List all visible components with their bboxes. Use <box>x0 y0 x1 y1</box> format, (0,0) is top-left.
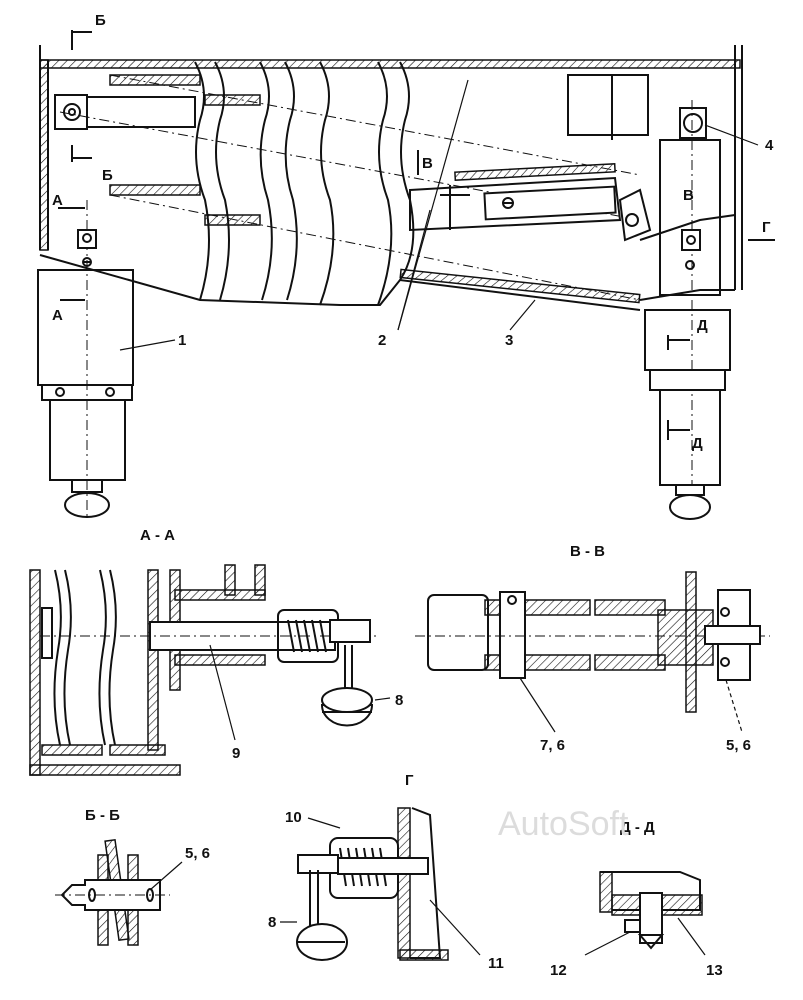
left-rod <box>84 96 196 128</box>
part-number-9: 9 <box>232 745 240 762</box>
section-aa-view <box>29 564 391 776</box>
part-number-5-6-bb: 5, 6 <box>185 845 210 862</box>
section-label-bb: Б - Б <box>85 807 120 824</box>
part-number-8-aa: 8 <box>395 692 403 709</box>
watermark: AutoSoft <box>498 805 629 843</box>
section-label-g: Г <box>405 772 414 789</box>
left-lock <box>77 229 97 249</box>
part-number-3: 3 <box>505 332 513 349</box>
part-number-10: 10 <box>285 809 302 826</box>
section-bb-view <box>55 838 183 946</box>
section-label-aa: А - А <box>140 527 175 544</box>
cut-letter-b-bottom: Б <box>102 167 113 184</box>
upper-tube <box>109 74 201 86</box>
section-label-vv: В - В <box>570 543 605 560</box>
cut-letter-a-top: А <box>52 192 63 209</box>
section-label-dd: Д - Д <box>620 819 655 836</box>
part-number-12: 12 <box>550 962 567 979</box>
left-pivot-bracket <box>54 94 88 130</box>
cut-letter-d-top: Д <box>697 317 708 334</box>
right-outer-tube <box>409 176 622 232</box>
right-rod <box>483 185 617 221</box>
left-wall <box>39 59 49 251</box>
part-number-2: 2 <box>378 332 386 349</box>
part-number-7-6: 7, 6 <box>540 737 565 754</box>
left-pivot-bolt <box>63 103 81 121</box>
part-number-8-g: 8 <box>268 914 276 931</box>
right-lock <box>681 229 701 251</box>
main-assembly-view <box>37 30 775 520</box>
cut-letter-v-left: В <box>422 155 433 172</box>
cut-letter-a-bottom: А <box>52 307 63 324</box>
part-number-5-6-vv: 5, 6 <box>726 737 751 754</box>
vv-plate <box>685 571 697 713</box>
cut-letter-g: Г <box>762 219 771 236</box>
break-line-1 <box>194 61 210 301</box>
part-number-4: 4 <box>765 137 774 154</box>
section-vv-view <box>415 571 770 733</box>
part-number-1: 1 <box>178 332 186 349</box>
left-motor-housing-1 <box>37 269 134 386</box>
cut-letter-d-bottom: Д <box>692 435 703 452</box>
view-g <box>280 807 481 961</box>
dd-bolt <box>639 892 663 944</box>
cut-letter-b-top: Б <box>95 12 106 29</box>
part-number-13: 13 <box>706 962 723 979</box>
upper-right-block <box>567 74 649 136</box>
lower-housing-contour <box>39 254 641 311</box>
cut-letter-v-right: В <box>683 187 694 204</box>
part-number-11: 11 <box>488 955 504 972</box>
right-foot <box>669 494 711 520</box>
vv-cap <box>427 594 489 671</box>
section-dd-view <box>584 871 706 956</box>
top-frame-plate <box>39 59 741 69</box>
guide-3 <box>399 268 641 304</box>
